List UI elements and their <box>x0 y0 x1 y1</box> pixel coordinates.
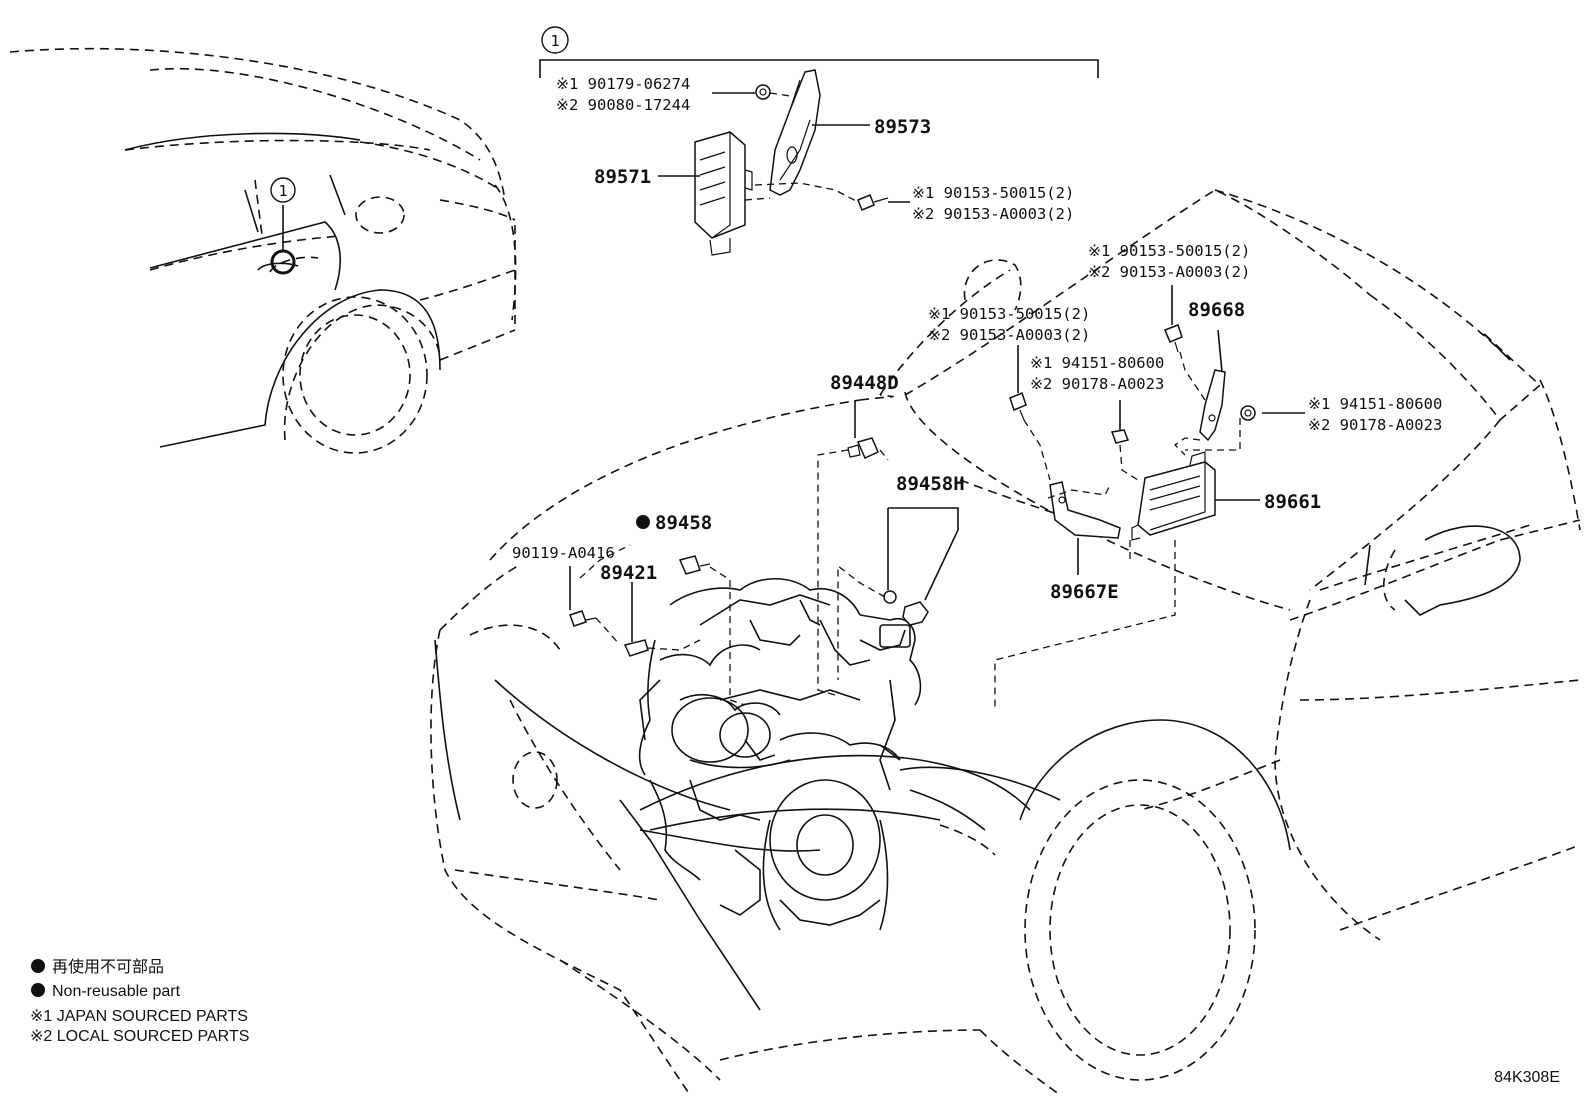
bolt-90119-graphic <box>569 610 597 627</box>
engine-assembly <box>638 578 922 926</box>
nut-94151-left-graphic <box>1110 429 1130 444</box>
alt-group-1-line-2: ※2 90080-17244 <box>556 96 690 114</box>
legend-japan-sourced: ※1 JAPAN SOURCED PARTS <box>30 1008 248 1025</box>
alt-group-4-line-2: ※2 90153-A0003(2) <box>928 326 1090 344</box>
part-89573-graphic <box>769 69 821 196</box>
part-89421-graphic <box>623 639 649 657</box>
figure-code: 84K308E <box>1494 1069 1560 1086</box>
legend-non-reusable-en: Non-reusable part <box>52 983 181 1000</box>
part-89421-label: 89421 <box>600 562 657 584</box>
legend: 再使用不可部品 Non-reusable part ※1 JAPAN SOURC… <box>30 958 249 1045</box>
bolt-90179-graphic <box>755 84 771 100</box>
leader-lines <box>569 92 1305 710</box>
rear-vehicle-outline <box>9 47 517 454</box>
part-89668-label: 89668 <box>1188 299 1245 321</box>
part-89571-graphic <box>694 131 753 256</box>
group-bracket <box>539 59 1099 78</box>
alt-group-3-line-1: ※1 90153-50015(2) <box>1088 242 1250 260</box>
part-89573-label: 89573 <box>874 116 931 138</box>
part-89448d-label: 89448D <box>830 372 899 394</box>
part-89667e-label: 89667E <box>1050 581 1119 603</box>
screw-90153-left-graphic <box>1009 391 1027 421</box>
alt-group-5-line-1: ※1 94151-80600 <box>1030 354 1164 372</box>
screw-90153-top-graphic <box>857 194 889 211</box>
legend-non-reusable-jp: 再使用不可部品 <box>52 958 164 976</box>
non-reusable-bullet <box>636 515 650 529</box>
part-89458-graphic <box>678 555 711 575</box>
part-89458-label: 89458 <box>655 512 712 534</box>
alt-group-6-line-2: ※2 90178-A0023 <box>1308 416 1442 434</box>
part-89661-label: 89661 <box>1264 491 1321 513</box>
part-89448d-graphic <box>847 437 879 460</box>
alt-group-2-line-2: ※2 90153-A0003(2) <box>912 205 1074 223</box>
part-89458h-label: 89458H <box>896 473 965 495</box>
alt-group-2-line-1: ※1 90153-50015(2) <box>912 184 1074 202</box>
part-89571-label: 89571 <box>594 166 651 188</box>
alt-group-1-line-1: ※1 90179-06274 <box>556 75 690 93</box>
part-89668-graphic <box>1199 369 1226 442</box>
part-89667e-graphic <box>1049 481 1121 539</box>
alt-group-5-line-2: ※2 90178-A0023 <box>1030 375 1164 393</box>
legend-local-sourced: ※2 LOCAL SOURCED PARTS <box>30 1028 249 1045</box>
part-89661-graphic <box>1131 451 1216 541</box>
part-89458h-graphic <box>883 590 929 626</box>
alt-group-4-line-1: ※1 90153-50015(2) <box>928 305 1090 323</box>
part-90119-label: 90119-A0416 <box>512 544 615 562</box>
alt-group-6-line-1: ※1 94151-80600 <box>1308 395 1442 413</box>
front-vehicle-outline <box>430 189 1581 1096</box>
nut-94151-right-graphic <box>1240 405 1256 421</box>
screw-90153-right-graphic <box>1164 324 1183 353</box>
group-callout-number: 1 <box>550 32 559 50</box>
alt-group-3-line-2: ※2 90153-A0003(2) <box>1088 263 1250 281</box>
rear-view-callout-number: 1 <box>278 182 287 200</box>
